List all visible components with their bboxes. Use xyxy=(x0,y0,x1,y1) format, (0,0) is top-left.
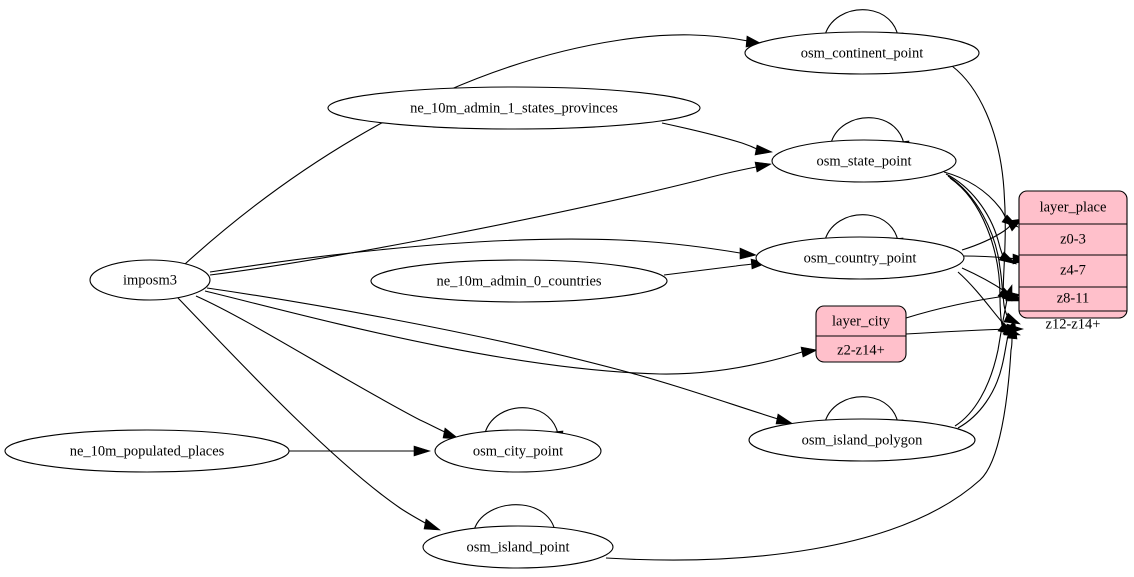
node-osm_city_point[interactable]: osm_city_point xyxy=(434,429,602,473)
node-shape[interactable] xyxy=(422,525,614,569)
node-osm_continent_point[interactable]: osm_continent_point xyxy=(744,31,980,75)
record-shape[interactable] xyxy=(815,305,907,363)
edge-self-loop-osm_island_polygon xyxy=(823,396,899,427)
edge-osm_island_polygon-to-layer_place-z8-11 xyxy=(954,299,1008,427)
node-shape[interactable] xyxy=(327,86,701,130)
arrowhead xyxy=(800,346,818,358)
node-shape[interactable] xyxy=(755,236,965,280)
node-shape[interactable] xyxy=(4,429,290,473)
node-shape[interactable] xyxy=(434,429,602,473)
node-label: ne_10m_admin_1_states_provinces xyxy=(410,100,618,116)
edge-imposm3-to-osm_island_point xyxy=(177,297,428,525)
edge-osm_state_point-to-layer_place-z4-7 xyxy=(945,173,1005,260)
node-shape[interactable] xyxy=(89,259,211,301)
edge-layer_city-to-layer_place-z8-11 xyxy=(905,295,1007,319)
arrowhead xyxy=(1006,218,1023,232)
arrowhead xyxy=(1001,284,1013,302)
arrowhead xyxy=(1006,322,1018,340)
node-shape[interactable] xyxy=(771,139,957,183)
node-ne_10m_admin_0_countries[interactable]: ne_10m_admin_0_countries xyxy=(370,259,668,303)
node-label: osm_island_polygon xyxy=(802,432,924,448)
node-label: osm_country_point xyxy=(804,250,917,266)
edge-self-loop-osm_continent_point xyxy=(823,9,899,40)
record-row-z8-11[interactable]: z8-11 xyxy=(1057,290,1089,306)
node-ne_10m_populated_places[interactable]: ne_10m_populated_places xyxy=(4,429,290,473)
edge-imposm3-to-layer_city xyxy=(204,290,803,375)
edge-osm_continent_point-to-layer_place-z12 xyxy=(951,65,1010,321)
node-shape[interactable] xyxy=(370,259,668,303)
arrowhead xyxy=(413,445,432,457)
node-osm_island_polygon[interactable]: osm_island_polygon xyxy=(748,418,976,462)
record-row-z2-z14plus[interactable]: z2-z14+ xyxy=(837,342,885,358)
arrowhead xyxy=(754,144,773,156)
node-shape[interactable] xyxy=(744,31,980,75)
edge-ne_10m_admin_0_countries-to-osm_country_point xyxy=(663,263,753,276)
record-node-layer_place[interactable]: layer_place z0-3 z4-7 z8-11 z12-z14+ xyxy=(1018,190,1128,332)
node-osm_island_point[interactable]: osm_island_point xyxy=(422,525,614,569)
arrowhead xyxy=(754,161,772,173)
edge-imposm3-to-osm_continent_point xyxy=(184,34,749,265)
node-label: osm_state_point xyxy=(816,153,911,169)
edge-osm_country_point-to-layer_place-z0-3 xyxy=(961,224,1012,251)
edge-osm_state_point-to-layer_place-z12 xyxy=(949,177,1004,331)
arrowhead xyxy=(739,247,757,260)
edge-self-loop-osm_country_point xyxy=(823,214,899,245)
edge-self-loop-osm_island_point xyxy=(472,504,556,535)
record-title-layer_place: layer_place xyxy=(1040,199,1107,215)
edge-osm_island_polygon-to-layer_place-z12 xyxy=(957,335,1009,429)
record-row-z0-3[interactable]: z0-3 xyxy=(1060,231,1086,247)
record-title-layer_city: layer_city xyxy=(832,313,891,329)
edge-ne_10m_admin_1_states_provinces-to-osm_state_point xyxy=(661,122,760,151)
edge-osm_state_point-to-layer_place-z8-11 xyxy=(947,175,1004,296)
node-label: osm_island_point xyxy=(466,539,569,555)
arrowhead xyxy=(423,518,441,531)
node-osm_state_point[interactable]: osm_state_point xyxy=(771,139,957,183)
edge-imposm3-to-osm_city_point xyxy=(195,295,448,434)
node-ne_10m_admin_1_states_provinces[interactable]: ne_10m_admin_1_states_provinces xyxy=(327,86,701,130)
record-node-layer: layer_place z0-3 z4-7 z8-11 z12-z14+ lay… xyxy=(815,190,1128,363)
node-osm_country_point[interactable]: osm_country_point xyxy=(755,236,965,280)
node-label: osm_city_point xyxy=(473,443,563,459)
edge-imposm3-to-osm_island_polygon xyxy=(206,287,779,420)
edge-osm_island_point-to-layer_place-z12 xyxy=(605,337,1013,561)
node-label: ne_10m_admin_0_countries xyxy=(436,273,601,289)
edge-self-loop-osm_state_point xyxy=(829,117,905,148)
record-row-z4-7[interactable]: z4-7 xyxy=(1060,262,1086,278)
node-label: ne_10m_populated_places xyxy=(70,443,225,459)
edge-imposm3-to-osm_state_point xyxy=(209,166,757,276)
edge-imposm3-to-osm_country_point xyxy=(209,238,741,273)
node-shape[interactable] xyxy=(748,418,976,462)
node-layer: imposm3 ne_10m_admin_1_states_provinces … xyxy=(4,31,980,569)
record-node-layer_city[interactable]: layer_city z2-z14+ xyxy=(815,305,907,363)
edge-layer_city-to-layer_place-z12 xyxy=(905,328,1009,335)
node-label: osm_continent_point xyxy=(801,45,923,61)
edge-self-loop-osm_city_point xyxy=(483,407,559,438)
edge-osm_state_point-to-layer_place-z0-3 xyxy=(943,171,1008,222)
node-imposm3[interactable]: imposm3 xyxy=(89,259,211,301)
record-row-z12-z14plus[interactable]: z12-z14+ xyxy=(1046,316,1101,332)
node-label: imposm3 xyxy=(123,272,177,288)
arrowhead xyxy=(775,413,794,425)
